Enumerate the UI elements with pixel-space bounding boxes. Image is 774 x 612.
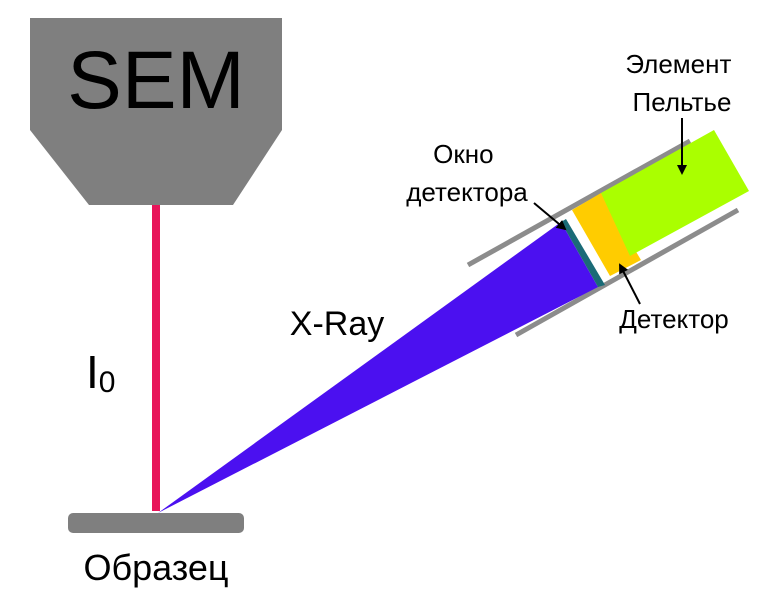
detector-housing-top <box>466 138 692 268</box>
detector-window-label-line2: детектора <box>406 177 528 207</box>
detector-crystal <box>572 193 641 276</box>
peltier-label-line1: Элемент <box>625 49 731 79</box>
sem-column <box>30 18 282 205</box>
sem-label: SEM <box>67 35 245 126</box>
peltier-label-line2: Пельтье <box>633 87 732 117</box>
beam-label: I0 <box>86 346 115 399</box>
peltier-label: Элемент Пельтье <box>625 49 738 117</box>
detector-window-label: Окно детектора <box>406 139 528 207</box>
sample-stage <box>68 513 244 533</box>
peltier-element <box>601 130 749 256</box>
sample-label: Образец <box>83 547 228 588</box>
xray-cone <box>158 222 598 513</box>
detector-arrow <box>619 263 641 305</box>
detector-window-label-line1: Окно <box>433 139 493 169</box>
detector-label: Детектор <box>619 304 728 334</box>
xray-label: X-Ray <box>290 305 384 343</box>
electron-beam <box>152 205 160 511</box>
beam-label-main: I <box>86 346 99 398</box>
detector-window-arrow <box>533 202 567 231</box>
detector-window <box>561 219 605 287</box>
beam-label-subscript: 0 <box>99 366 116 399</box>
